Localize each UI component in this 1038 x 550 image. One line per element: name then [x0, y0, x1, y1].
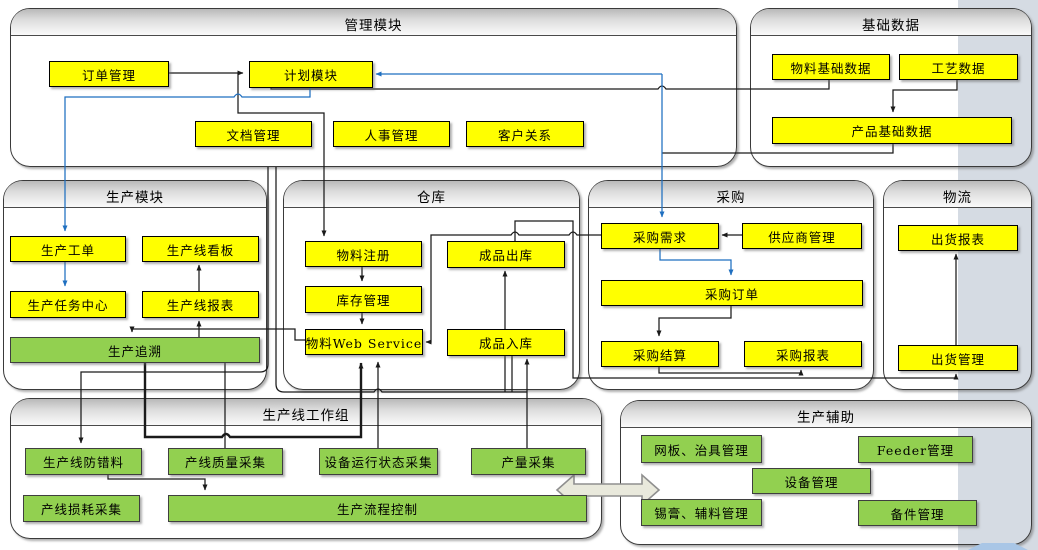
box-fg-out: 成品出库: [447, 241, 565, 268]
box-supplier-mgmt: 供应商管理: [742, 223, 862, 249]
box-equip-status: 设备运行状态采集: [319, 448, 438, 475]
box-material-reg: 物料注册: [305, 241, 422, 267]
box-order-mgmt: 订单管理: [49, 61, 169, 87]
container-management: 管理模块: [10, 8, 737, 167]
container-logistics: 物流: [883, 180, 1032, 390]
basedata-title: 基础数据: [862, 18, 920, 34]
procurement-title-bar: [589, 181, 873, 208]
logistics-title: 物流: [943, 190, 972, 206]
box-material-base: 物料基础数据: [772, 54, 890, 80]
box-process-data: 工艺数据: [899, 54, 1018, 80]
box-process-control: 生产流程控制: [168, 495, 587, 522]
box-line-error: 生产线防错料: [25, 448, 142, 475]
box-line-report: 生产线报表: [142, 291, 259, 318]
box-product-base: 产品基础数据: [772, 117, 1012, 144]
box-crm: 客户关系: [466, 121, 584, 147]
container-auxiliary: 生产辅助: [620, 400, 1032, 545]
management-title-bar: [11, 9, 736, 36]
box-equip-mgmt: 设备管理: [752, 468, 871, 494]
box-purchase-report: 采购报表: [744, 341, 862, 367]
box-work-order: 生产工单: [10, 236, 126, 262]
procurement-title: 采购: [716, 190, 746, 206]
box-traceability: 生产追溯: [10, 337, 260, 363]
box-purchase-settle: 采购结算: [601, 341, 719, 367]
box-spare-parts: 备件管理: [858, 500, 977, 526]
box-line-loss: 产线损耗采集: [23, 495, 140, 522]
box-task-center: 生产任务中心: [10, 291, 126, 318]
basedata-title-bar: [751, 9, 1031, 36]
box-inventory: 库存管理: [305, 286, 422, 313]
production-title: 生产模块: [106, 190, 164, 206]
management-title: 管理模块: [344, 18, 403, 34]
box-plan-module: 计划模块: [249, 61, 373, 88]
container-warehouse: 仓库: [283, 180, 580, 390]
auxiliary-title: 生产辅助: [797, 410, 855, 426]
box-output-collect: 产量采集: [471, 448, 586, 475]
logistics-title-bar: [884, 181, 1031, 208]
box-ship-mgmt: 出货管理: [898, 345, 1018, 371]
box-hr-mgmt: 人事管理: [333, 121, 450, 147]
box-ship-report: 出货报表: [898, 225, 1018, 251]
box-line-kanban: 生产线看板: [142, 236, 259, 262]
warehouse-title: 仓库: [417, 190, 446, 206]
box-material-ws: 物料Web Service: [305, 329, 423, 355]
box-purchase-order: 采购订单: [601, 280, 863, 306]
auxiliary-title-bar: [621, 401, 1031, 428]
container-procurement: 采购: [588, 180, 874, 390]
box-line-quality: 产线质量采集: [168, 448, 283, 475]
box-solder-paste: 锡膏、辅料管理: [641, 499, 762, 526]
box-purchase-demand: 采购需求: [601, 223, 719, 249]
box-stencil-fixture: 网板、治具管理: [641, 435, 762, 463]
box-fg-in: 成品入库: [447, 329, 565, 356]
container-basedata: 基础数据: [750, 8, 1032, 167]
box-feeder-mgmt: Feeder管理: [858, 436, 973, 463]
workgroup-title: 生产线工作组: [262, 408, 350, 424]
box-doc-mgmt: 文档管理: [195, 121, 312, 147]
